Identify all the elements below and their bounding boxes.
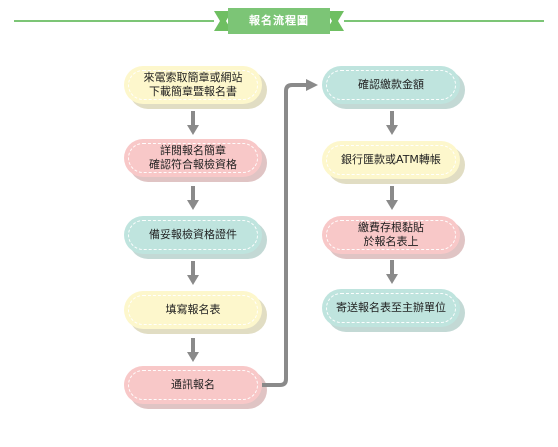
step-label: 確認繳款金額 — [358, 78, 424, 91]
header-line-left — [14, 20, 214, 22]
header-line-right — [344, 20, 544, 22]
step-mail-registration: 通訊報名 — [124, 366, 267, 409]
down-arrow-icon — [187, 186, 199, 210]
step-confirm-amount: 確認繳款金額 — [322, 66, 465, 109]
step-label: 填寫報名表 — [165, 303, 221, 316]
down-arrow-icon — [187, 111, 199, 135]
step-label: 來電索取簡章或網站 下載簡章暨報名書 — [143, 71, 243, 98]
step-label: 詳閱報名簡章 確認符合報檢資格 — [149, 144, 237, 171]
step-label: 通訊報名 — [171, 378, 215, 391]
step-fill-form: 填寫報名表 — [124, 291, 267, 334]
down-arrow-icon — [187, 338, 199, 362]
title-banner: 報名流程圖 — [214, 8, 344, 34]
down-arrow-icon — [386, 111, 398, 135]
step-label: 銀行匯款或ATM轉帳 — [341, 153, 441, 166]
step-prepare-documents: 備妥報檢資格證件 — [124, 216, 267, 259]
step-send-form: 寄送報名表至主辦單位 — [322, 289, 465, 332]
step-label: 寄送報名表至主辦單位 — [336, 301, 446, 314]
page-title: 報名流程圖 — [249, 14, 309, 27]
step-label: 繳費存根黏貼 於報名表上 — [358, 221, 424, 248]
step-attach-receipt: 繳費存根黏貼 於報名表上 — [322, 216, 465, 259]
step-label: 備妥報檢資格證件 — [149, 228, 237, 241]
step-request-brochure: 來電索取簡章或網站 下載簡章暨報名書 — [124, 66, 267, 109]
step-bank-transfer: 銀行匯款或ATM轉帳 — [322, 141, 465, 184]
step-read-brochure: 詳閱報名簡章 確認符合報檢資格 — [124, 139, 267, 182]
down-arrow-icon — [386, 186, 398, 210]
down-arrow-icon — [386, 260, 398, 284]
down-arrow-icon — [187, 261, 199, 285]
